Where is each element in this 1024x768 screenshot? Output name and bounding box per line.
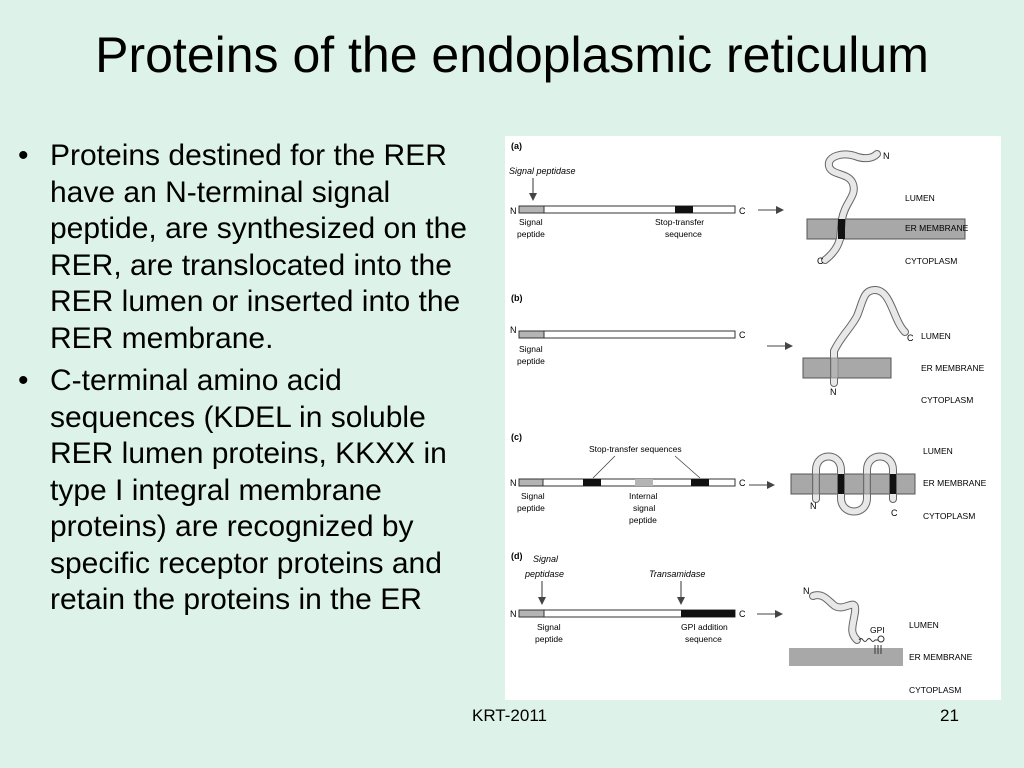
signal-peptide-segment (518, 609, 545, 618)
stop-transfer-sequences-label: Stop-transfer sequences (589, 444, 682, 454)
c-terminus-label: C (739, 330, 746, 340)
page-title: Proteins of the endoplasmic reticulum (95, 27, 929, 83)
panel-b-label: (b) (511, 293, 523, 303)
panel-c-label: (c) (511, 432, 522, 442)
page-number: 21 (940, 706, 959, 725)
lipid-tails (874, 645, 882, 654)
lumen-label: LUMEN (909, 620, 939, 630)
bullet-item: • Proteins destined for the RER have an N… (18, 138, 488, 357)
er-membrane-bar (806, 218, 966, 240)
c-terminus-label: C (739, 206, 746, 216)
internal-signal-label: signal (633, 503, 655, 513)
protein-sequence-bar (518, 330, 736, 339)
internal-signal-label: Internal (629, 491, 657, 501)
stop-transfer-segment (583, 479, 601, 486)
panel-d-enzyme-label: Signal (533, 554, 559, 564)
n-terminus-label: N (510, 609, 517, 619)
er-membrane-bar (802, 357, 892, 379)
signal-peptide-label: peptide (517, 503, 545, 513)
panel-a-label: (a) (511, 141, 522, 151)
panel-d-label: (d) (511, 551, 523, 561)
protein-chain (810, 592, 860, 643)
c-terminus-label: C (907, 333, 914, 343)
c-terminus-label: C (739, 609, 746, 619)
signal-peptide-segment (518, 478, 544, 487)
n-terminus-label: N (510, 206, 517, 216)
panel-d: (d) Signal peptidase Transamidase N C Si… (510, 551, 973, 695)
protein-chain (822, 151, 880, 263)
lumen-label: LUMEN (921, 331, 951, 341)
er-membrane-label: ER MEMBRANE (923, 478, 987, 488)
lumen-label: LUMEN (923, 446, 953, 456)
n-terminus-label: N (883, 151, 890, 161)
bullet-text: Proteins destined for the RER have an N-… (50, 139, 467, 355)
er-membrane-label: ER MEMBRANE (909, 652, 973, 662)
protein-chain (813, 453, 896, 515)
gpi-addition-label: GPI addition (681, 622, 728, 632)
bullet-text: C-terminal amino acid sequences (KDEL in… (50, 364, 447, 616)
gpi-addition-segment (681, 610, 735, 617)
stop-transfer-segment (691, 479, 709, 486)
stop-transfer-in-membrane (838, 474, 844, 494)
gpi-anchor-linker (858, 638, 879, 642)
panel-d-enzyme-label: peptidase (524, 569, 564, 579)
pointer-line (674, 455, 701, 479)
stop-transfer-in-membrane (890, 474, 896, 494)
lumen-label: LUMEN (905, 193, 935, 203)
bullet-dot: • (18, 139, 29, 172)
gpi-anchor (877, 635, 885, 643)
n-terminus-label: N (510, 478, 517, 488)
er-protein-diagram: (a) Signal peptidase N C Signal peptide … (505, 136, 1001, 700)
signal-peptide-label: Signal (519, 217, 543, 227)
bullet-dot: • (18, 364, 29, 397)
bullet-item: • C-terminal amino acid sequences (KDEL i… (18, 363, 488, 619)
cytoplasm-label: CYTOPLASM (923, 511, 975, 521)
signal-peptide-label: peptide (517, 229, 545, 239)
panel-b: (b) N C Signal peptide C N LUMEN ER MEMB… (510, 285, 985, 405)
bullet-list: • Proteins destined for the RER have an N… (18, 138, 488, 625)
n-terminus-label: N (803, 586, 810, 596)
stop-transfer-segment (675, 206, 693, 213)
signal-in-membrane (830, 357, 839, 379)
signal-peptide-label: peptide (517, 356, 545, 366)
cytoplasm-label: CYTOPLASM (921, 395, 973, 405)
stop-transfer-label: sequence (665, 229, 702, 239)
gpi-addition-label: sequence (685, 634, 722, 644)
signal-peptide-label: Signal (519, 344, 543, 354)
signal-peptide-label: Signal (537, 622, 561, 632)
transamidase-label: Transamidase (649, 569, 705, 579)
signal-peptide-label: peptide (535, 634, 563, 644)
stop-transfer-in-membrane (838, 219, 845, 239)
stop-transfer-label: Stop-transfer (655, 217, 704, 227)
er-membrane-label: ER MEMBRANE (921, 363, 985, 373)
protein-chain (831, 286, 908, 386)
n-terminus-label: N (510, 325, 517, 335)
er-membrane-bar (789, 648, 903, 666)
internal-signal-segment (635, 479, 653, 486)
er-membrane-label: ER MEMBRANE (905, 223, 969, 233)
signal-in-membrane (812, 473, 820, 495)
internal-signal-label: peptide (629, 515, 657, 525)
c-terminus-label: C (817, 256, 824, 266)
n-terminus-label: N (810, 501, 817, 511)
signal-peptide-segment (518, 205, 545, 214)
c-terminus-label: C (891, 508, 898, 518)
pointer-line (592, 455, 616, 479)
c-terminus-label: C (739, 478, 746, 488)
cytoplasm-label: CYTOPLASM (905, 256, 957, 266)
panel-c: (c) Stop-transfer sequences N C Signal p… (510, 432, 987, 525)
panel-a-enzyme-label: Signal peptidase (509, 166, 576, 176)
n-terminus-label: N (830, 387, 837, 397)
panel-a: (a) Signal peptidase N C Signal peptide … (509, 141, 969, 266)
signal-peptide-segment (518, 330, 545, 339)
protein-sequence-bar (518, 205, 736, 214)
internal-signal-in-membrane (863, 473, 871, 495)
gpi-label: GPI (870, 625, 885, 635)
footer-text: KRT-2011 (472, 706, 547, 725)
er-membrane-bar (790, 473, 916, 495)
cytoplasm-label: CYTOPLASM (909, 685, 961, 695)
signal-peptide-label: Signal (521, 491, 545, 501)
